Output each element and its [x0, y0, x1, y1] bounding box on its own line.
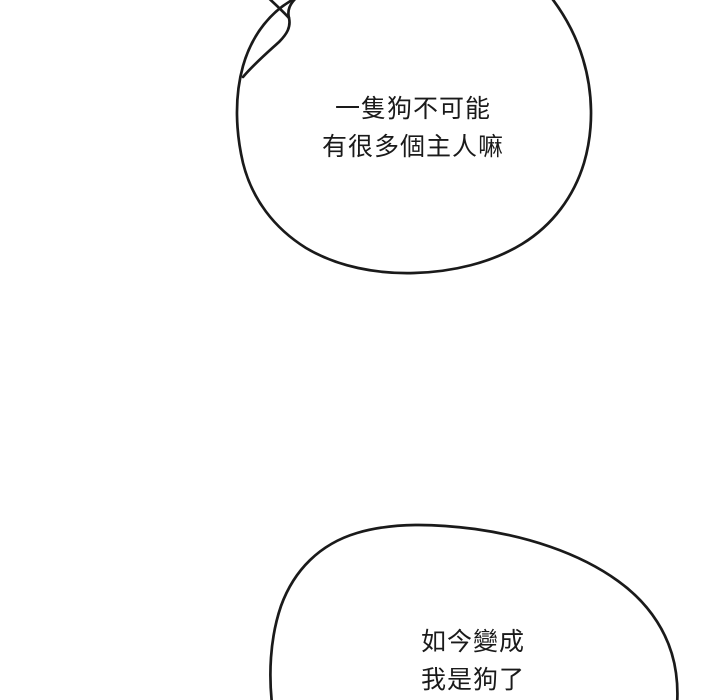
speech-bubble-1-tail	[241, 0, 296, 79]
speech-bubble-1-outline	[235, 0, 593, 275]
speech-bubble-1-tail-upper	[268, 0, 291, 20]
speech-bubble-2-outline	[269, 523, 679, 700]
bubble-1-line-1: 一隻狗不可能	[334, 94, 492, 123]
bubble-2-line-2: 我是狗了	[420, 665, 526, 694]
bubble-2-line-1: 如今變成	[420, 627, 526, 656]
speech-bubble-2-text: 如今變成 我是狗了	[421, 623, 525, 699]
bubble-1-line-2: 有很多個主人嘛	[321, 132, 505, 161]
speech-bubble-1-text: 一隻狗不可能 有很多個主人嘛	[322, 90, 504, 166]
